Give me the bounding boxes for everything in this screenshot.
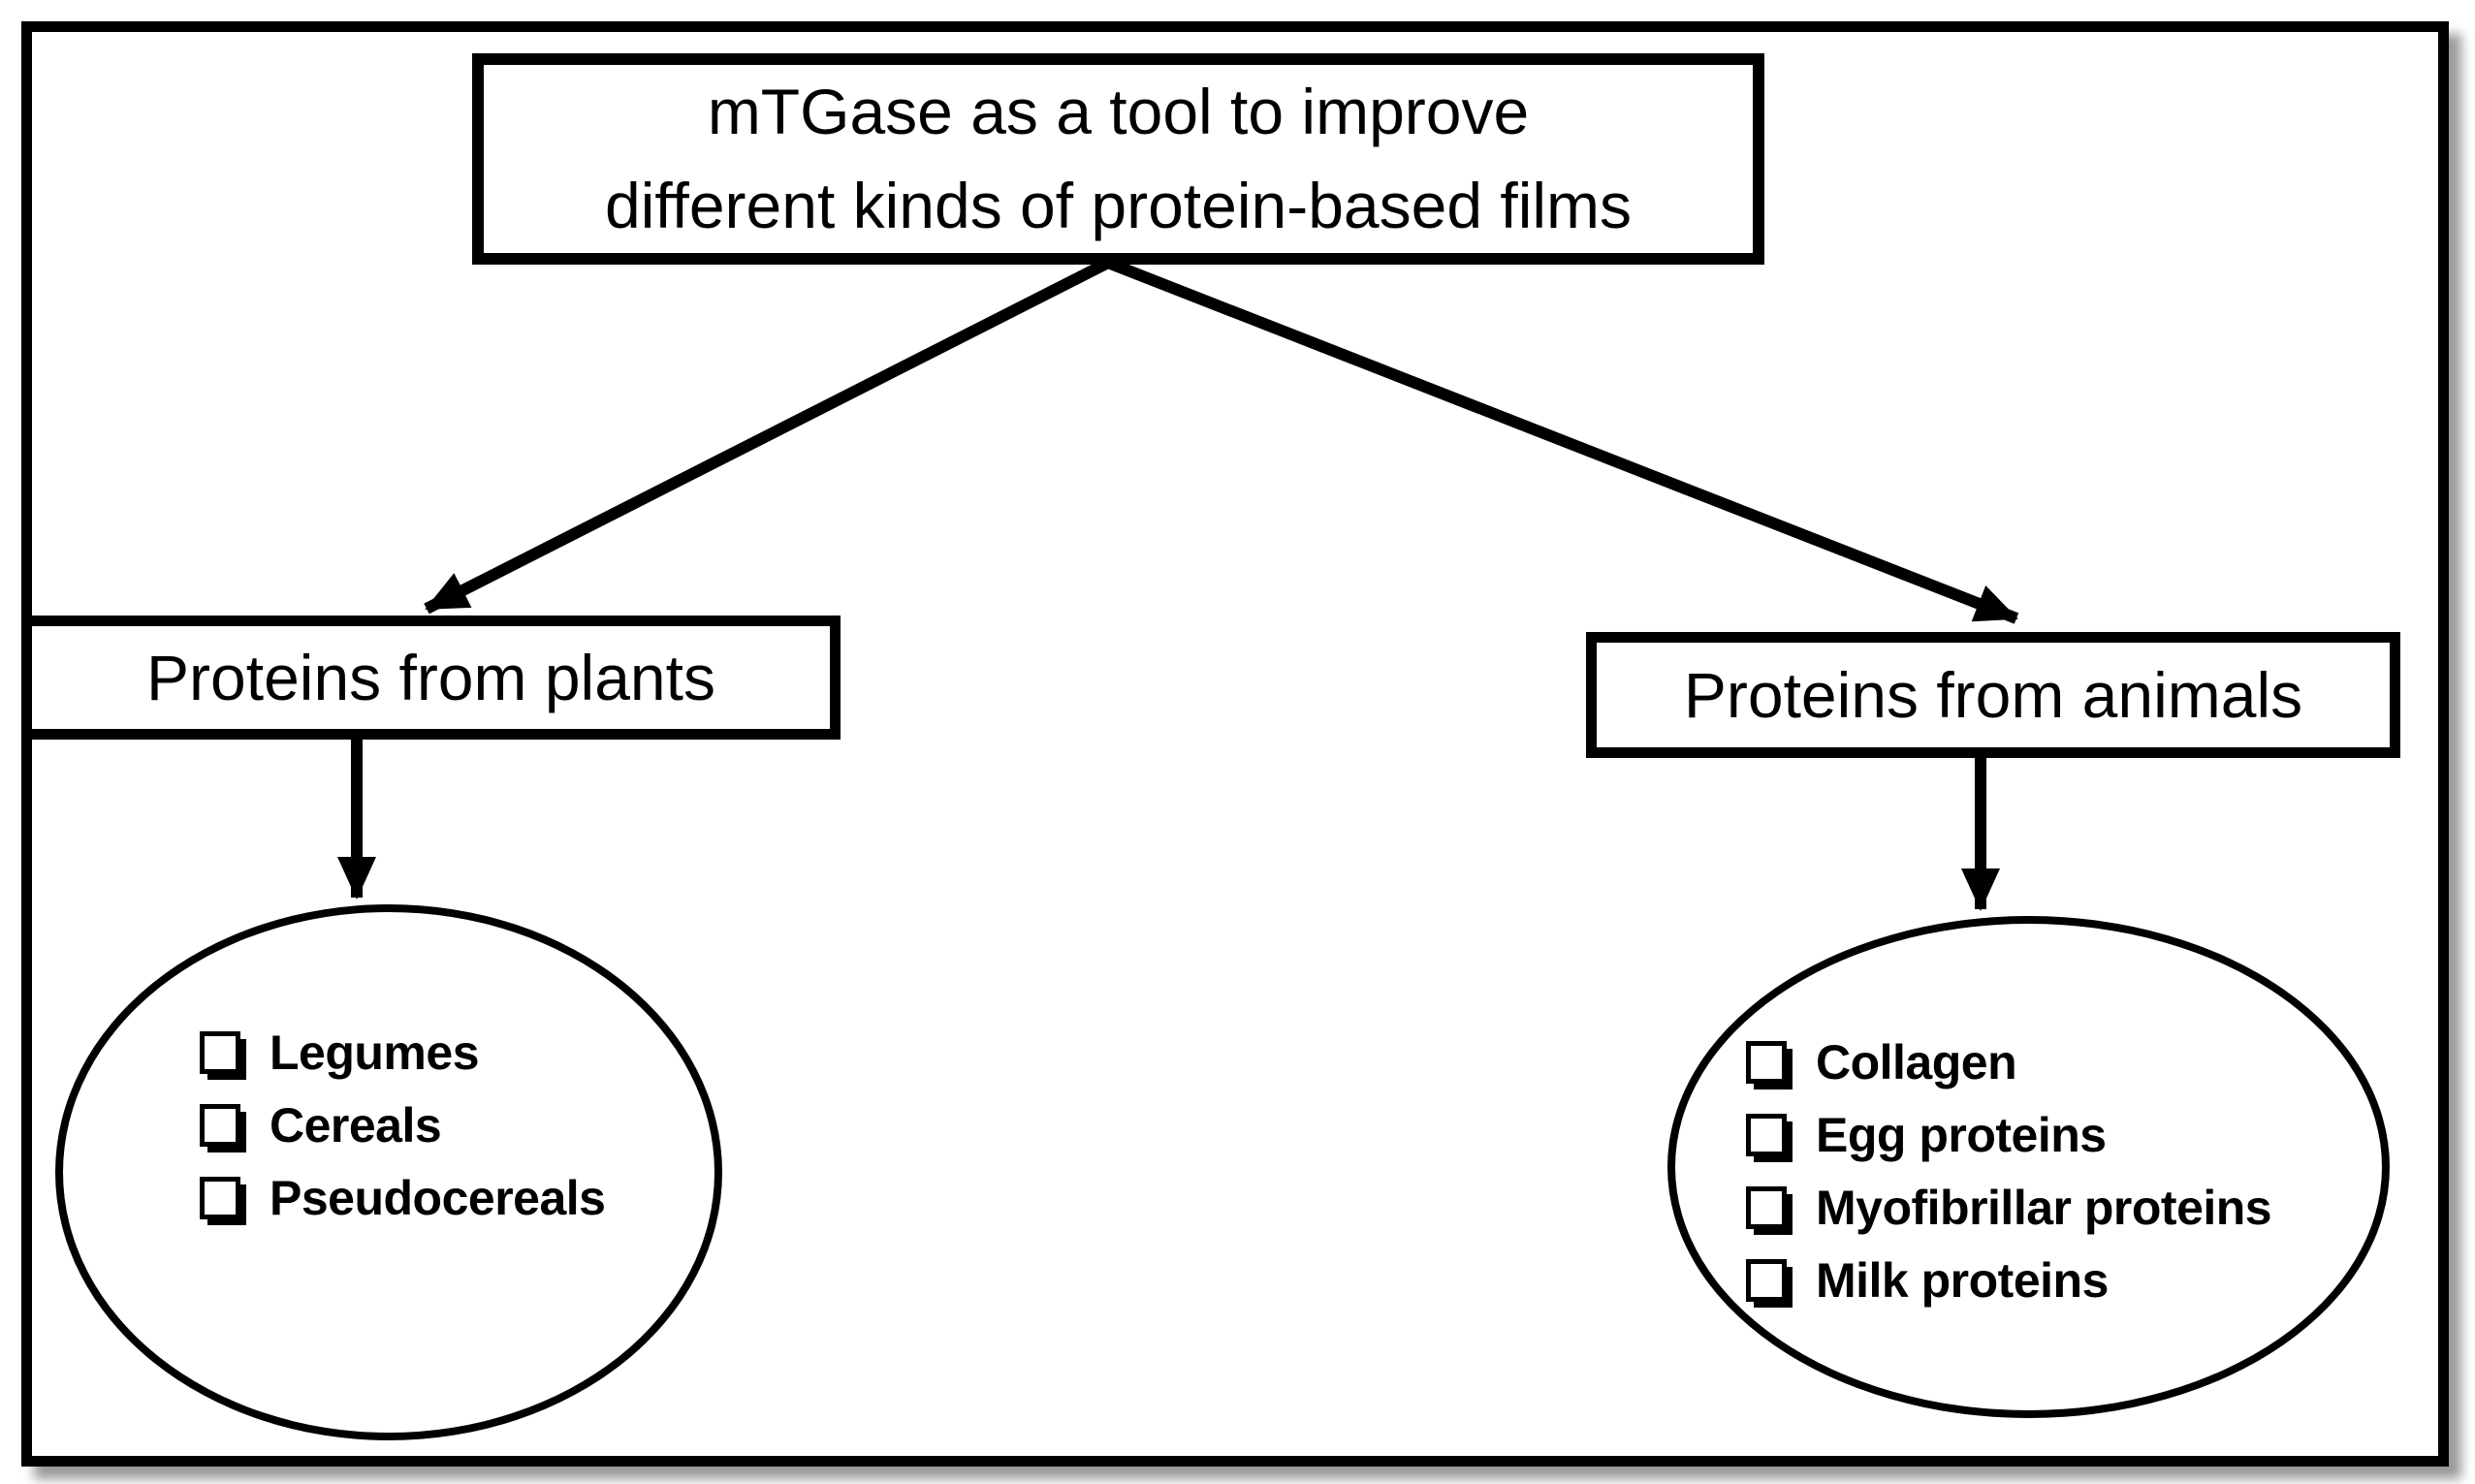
list-item: Cereals (200, 1089, 605, 1161)
checkbox-bullet-icon (1746, 1258, 1787, 1302)
animals-list: Collagen Egg proteins Myofibrillar prote… (1746, 1026, 2272, 1316)
animals-ellipse (1667, 916, 2390, 1418)
list-item: Myofibrillar proteins (1746, 1171, 2272, 1244)
root-title-line-2: different kinds of protein-based films (605, 170, 1632, 241)
checkbox-bullet-icon (200, 1030, 240, 1074)
list-item-label: Egg proteins (1816, 1107, 2107, 1162)
plants-node: Proteins from plants (21, 616, 841, 740)
root-title-line-1: mTGase as a tool to improve (707, 76, 1530, 147)
list-item: Collagen (1746, 1026, 2271, 1098)
animals-node-label: Proteins from animals (1683, 659, 2303, 731)
checkbox-bullet-icon (200, 1103, 240, 1147)
checkbox-bullet-icon (1746, 1113, 1787, 1156)
checkbox-bullet-icon (200, 1176, 240, 1219)
animals-node: Proteins from animals (1586, 632, 2400, 758)
checkbox-bullet-icon (1746, 1185, 1787, 1229)
plants-list: Legumes Cereals Pseudocereals (200, 1016, 606, 1234)
list-item: Pseudocereals (200, 1161, 606, 1234)
list-item: Milk proteins (1746, 1244, 2271, 1316)
list-item: Legumes (200, 1016, 605, 1089)
root-node: mTGase as a tool to improve different ki… (472, 53, 1764, 265)
checkbox-bullet-icon (1746, 1040, 1787, 1084)
list-item-label: Collagen (1816, 1034, 2017, 1089)
list-item: Egg proteins (1746, 1098, 2271, 1171)
list-item-label: Legumes (270, 1025, 480, 1080)
list-item-label: Cereals (270, 1097, 442, 1152)
plants-node-label: Proteins from plants (146, 642, 715, 713)
list-item-label: Milk proteins (1816, 1252, 2109, 1308)
list-item-label: Pseudocereals (270, 1170, 606, 1225)
list-item-label: Myofibrillar proteins (1816, 1180, 2272, 1235)
plants-ellipse (55, 904, 722, 1440)
